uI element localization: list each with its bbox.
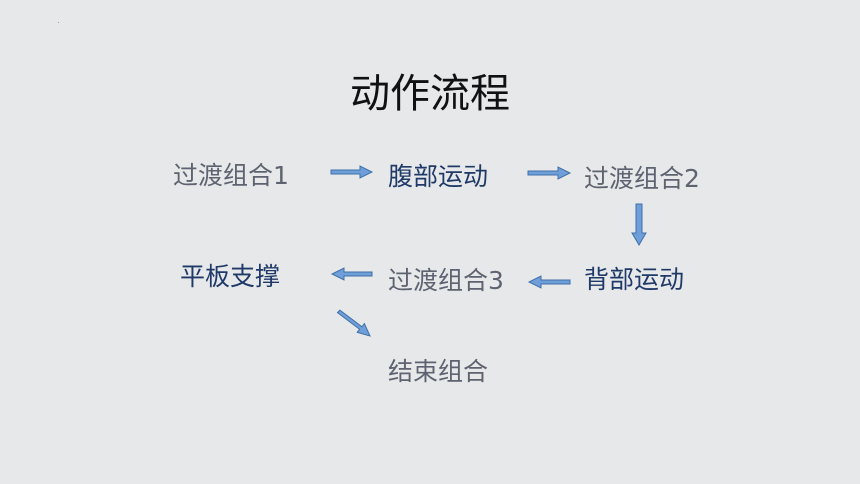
arrow-down [631, 203, 647, 246]
arrow-right-1 [330, 165, 374, 179]
node-back-exercise: 背部运动 [584, 265, 685, 294]
arrow-left-1 [527, 275, 571, 289]
node-abdominal-exercise: 腹部运动 [388, 162, 489, 191]
node-plank: 平板支撑 [180, 262, 281, 291]
node-transition-combo-2: 过渡组合2 [584, 164, 700, 193]
slide-title: 动作流程 [350, 71, 510, 117]
arrow-diagonal [336, 309, 371, 337]
node-transition-combo-1: 过渡组合1 [173, 161, 289, 190]
arrow-right-2 [527, 166, 572, 180]
node-final-combo: 结束组合 [388, 357, 489, 386]
corner-dot [58, 22, 59, 23]
arrow-left-2 [330, 267, 373, 281]
node-transition-combo-3: 过渡组合3 [388, 266, 504, 295]
